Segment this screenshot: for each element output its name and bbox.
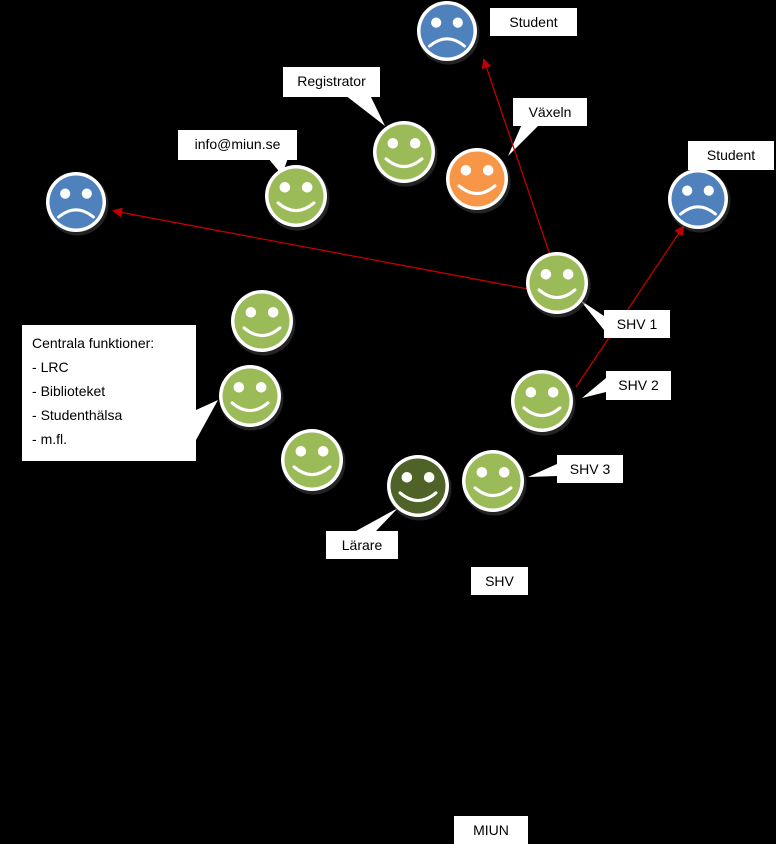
- callout-pointer-registrator: [345, 95, 385, 126]
- label-shv2: SHV 2: [606, 371, 671, 400]
- smiley-face-icon-central-2: [219, 365, 284, 431]
- central-functions-title: Centrala funktioner:: [32, 335, 155, 351]
- label-shv3: SHV 3: [557, 455, 623, 483]
- smiley-face-icon-larare: [387, 455, 452, 521]
- arrow-shv1-to-student-left: [112, 207, 529, 290]
- label-shv1: SHV 1: [604, 310, 670, 338]
- smiley-face-icon-info: [265, 165, 330, 231]
- callout-pointer-larare: [356, 508, 398, 531]
- central-functions-item: Biblioteket: [32, 379, 186, 403]
- label-larare: Lärare: [326, 531, 398, 559]
- label-student-right: Student: [688, 141, 774, 170]
- smiley-face-icon-central-3: [281, 429, 346, 495]
- smiley-face-icon-vaxeln: [446, 148, 511, 214]
- central-functions-item: m.fl.: [32, 427, 186, 451]
- faces-layer: [46, 1, 731, 521]
- central-functions-item: Studenthälsa: [32, 403, 186, 427]
- label-central-functions: Centrala funktioner: LRC Biblioteket Stu…: [22, 325, 196, 461]
- callout-pointer-shv1: [580, 300, 604, 330]
- label-registrator: Registrator: [283, 67, 380, 97]
- callout-pointer-vaxeln: [508, 124, 540, 156]
- arrows-layer: [112, 58, 685, 388]
- callout-pointer-shv3: [528, 464, 557, 477]
- sad-face-icon-student-top: [417, 1, 480, 65]
- smiley-face-icon-shv3: [462, 450, 527, 516]
- label-vaxeln: Växeln: [513, 98, 587, 126]
- central-functions-item: LRC: [32, 355, 186, 379]
- smiley-face-icon-registrator: [373, 121, 438, 187]
- label-student-top: Student: [490, 8, 577, 36]
- arrow-shv2-to-student-right: [575, 225, 685, 388]
- callout-pointer-central: [196, 400, 218, 440]
- smiley-face-icon-shv2: [511, 370, 576, 436]
- sad-face-icon-student-left: [46, 172, 109, 236]
- smiley-face-icon-central-1: [231, 290, 296, 356]
- sad-face-icon-student-right: [668, 169, 731, 233]
- label-info: info@miun.se: [178, 130, 297, 160]
- label-shv: SHV: [471, 567, 528, 595]
- callout-pointer-shv2: [582, 378, 606, 398]
- smiley-face-icon-shv1: [526, 252, 591, 318]
- arrow-shv1-to-student-top: [481, 58, 551, 256]
- central-functions-list: LRC Biblioteket Studenthälsa m.fl.: [32, 355, 186, 451]
- label-miun: MIUN: [454, 816, 528, 844]
